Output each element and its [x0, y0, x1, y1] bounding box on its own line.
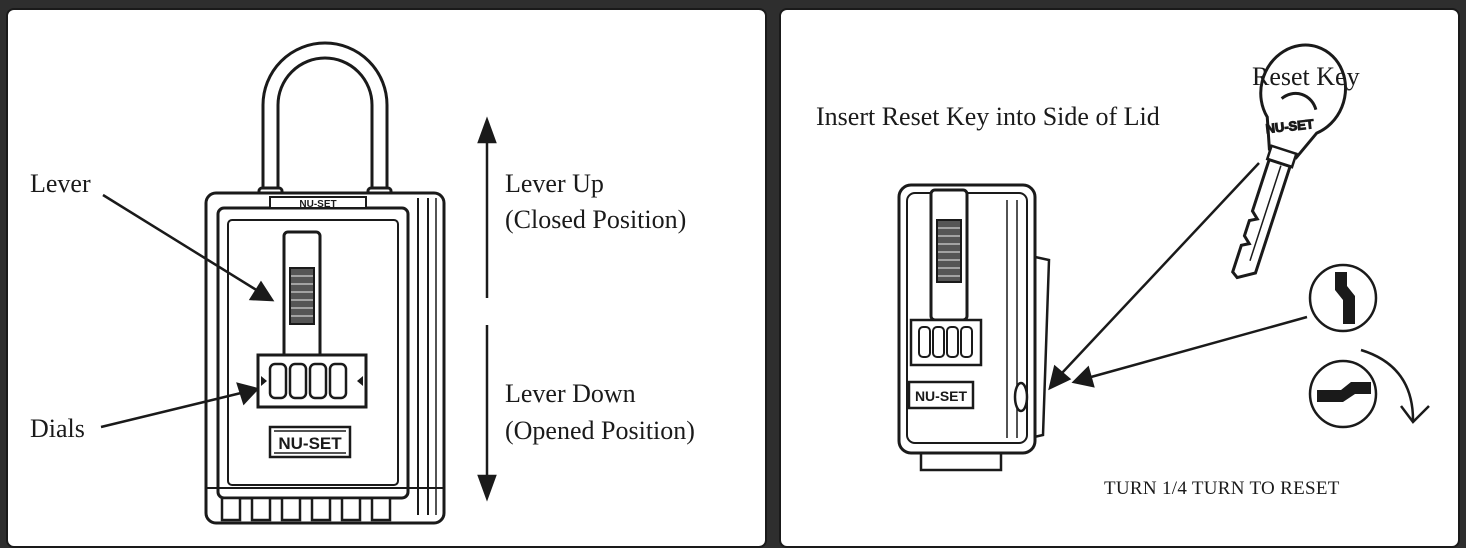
lever: [282, 230, 322, 362]
svg-text:NU-SET: NU-SET: [299, 199, 336, 210]
lever-down-position-label: (Opened Position): [505, 416, 695, 445]
reset-diagram-panel: NU-SET NU-SET: [779, 8, 1460, 548]
svg-text:NU-SET: NU-SET: [278, 434, 342, 453]
lever-label: Lever: [30, 169, 91, 198]
shackle: [257, 41, 393, 202]
lever-diagram-panel: NU-SET: [6, 8, 767, 548]
lockbox-front-illustration: NU-SET: [100, 41, 497, 525]
insert-instruction-label: Insert Reset Key into Side of Lid: [816, 102, 1160, 131]
reset-key: NU-SET: [1231, 43, 1348, 280]
key-orientation-vertical-icon: [1308, 263, 1378, 333]
dials-label: Dials: [30, 414, 85, 443]
callout-arrows: [100, 116, 497, 502]
side-view-logo: NU-SET: [907, 380, 975, 410]
dials: [256, 353, 368, 409]
reset-key-label: Reset Key: [1252, 62, 1360, 91]
svg-text:NU-SET: NU-SET: [1265, 116, 1315, 136]
turn-instruction-label: TURN 1/4 TURN TO RESET: [1104, 478, 1340, 499]
lever-up-label: Lever Up: [505, 169, 604, 198]
reset-illustration: NU-SET NU-SET: [897, 43, 1430, 472]
top-logo-strip: NU-SET: [269, 196, 367, 210]
lever-small: [929, 188, 969, 322]
callout-arrows: [1048, 162, 1308, 391]
key-orientation-horizontal-icon: [1308, 359, 1378, 429]
front-logo: NU-SET: [268, 425, 352, 459]
dials-small: [909, 318, 983, 367]
lever-up-position-label: (Closed Position): [505, 205, 687, 234]
lever-down-label: Lever Down: [505, 379, 636, 408]
turn-arrow: [1360, 348, 1430, 424]
svg-text:NU-SET: NU-SET: [915, 388, 968, 404]
